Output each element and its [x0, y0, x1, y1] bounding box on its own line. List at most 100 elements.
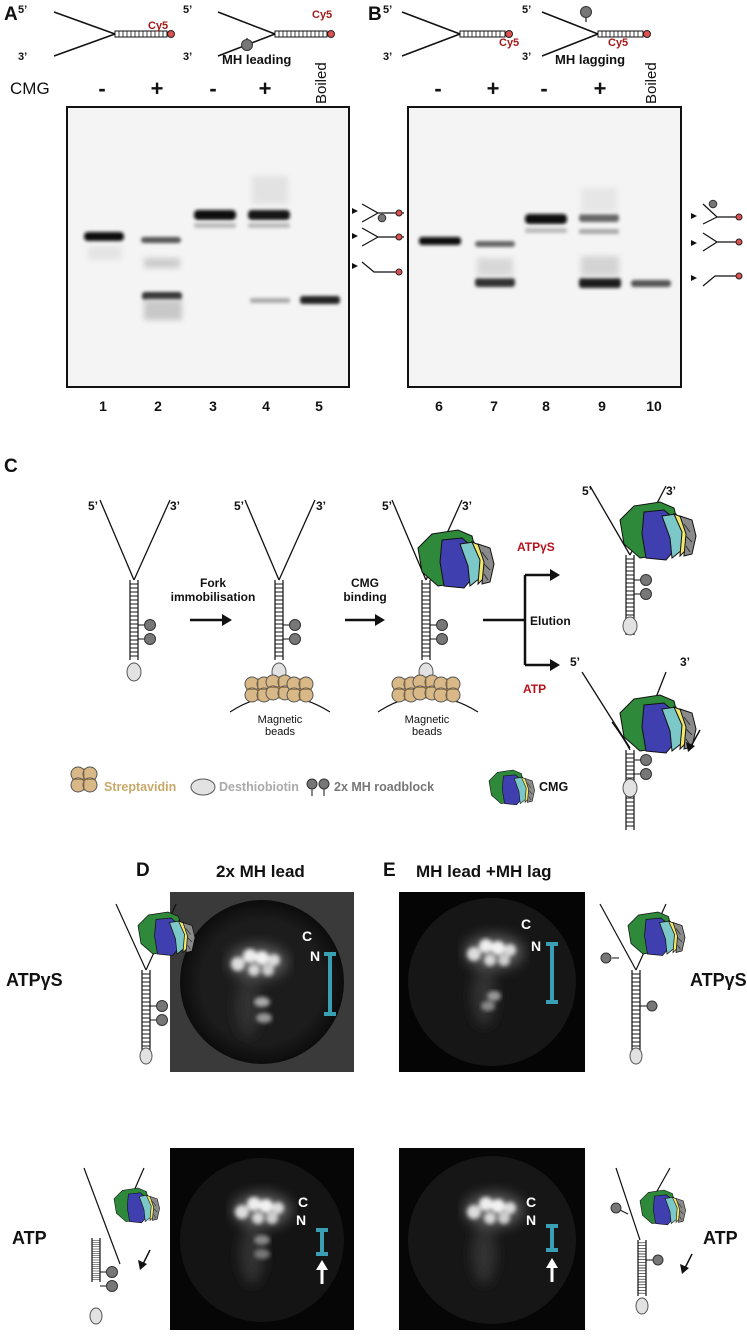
- cy5-label: Cy5: [312, 9, 333, 21]
- fork-mh-icon: [361, 203, 404, 223]
- smear: [581, 256, 619, 276]
- three-prime-label: 3’: [462, 499, 473, 513]
- mh-lagging-label: MH lagging: [555, 52, 626, 67]
- band: [84, 232, 124, 241]
- fork-immobilisation-schematic: [70, 485, 701, 831]
- band-legend-b: [691, 199, 743, 287]
- em-image-e-atpys: [399, 892, 585, 1072]
- three-prime-label: 3’: [316, 499, 327, 513]
- atp-row-label: ATP: [703, 1228, 738, 1248]
- band-marker-arrow: [691, 213, 697, 219]
- three-prime-label: 3’: [383, 51, 393, 63]
- cmg-minus-sign: -: [98, 76, 106, 101]
- five-prime-label: 5’: [382, 499, 393, 513]
- smear: [88, 246, 122, 260]
- smear: [144, 300, 182, 320]
- three-prime-label: 3’: [183, 51, 193, 63]
- three-prime-label: 3’: [170, 499, 181, 513]
- band-legend-a: [352, 203, 404, 276]
- gel-image-b: [407, 106, 682, 388]
- n-terminus-label: N: [531, 938, 542, 954]
- band-marker-arrow: [352, 208, 358, 214]
- atpys-row-label: ATPγS: [690, 970, 747, 990]
- five-prime-label: 5’: [522, 4, 532, 16]
- cmg-minus-sign: -: [540, 76, 548, 101]
- fork-2: [229, 499, 331, 713]
- mh-density: [481, 1001, 495, 1011]
- mh-density: [487, 991, 501, 1001]
- em-image-d-atpys: [170, 892, 354, 1072]
- mh-density: [254, 997, 270, 1007]
- band: [525, 228, 567, 233]
- distance-bar: [324, 952, 336, 1016]
- arrow-2: [345, 614, 385, 626]
- lane-number: 7: [490, 398, 498, 414]
- cartoon-e-atp: [610, 1167, 693, 1315]
- band: [579, 214, 619, 222]
- cmg-plus-sign: +: [150, 76, 164, 101]
- fork-icon: [702, 232, 743, 252]
- smear: [252, 176, 288, 204]
- panel-label-e: E: [383, 860, 396, 881]
- cy5-label: Cy5: [499, 37, 520, 49]
- three-prime-label: 3’: [522, 51, 532, 63]
- smear: [581, 188, 617, 212]
- mh-density: [254, 1249, 270, 1259]
- fork-atp-result: [581, 671, 701, 831]
- panel-e-title: MH lead +MH lag: [416, 862, 552, 881]
- fork-icon: [361, 227, 404, 247]
- n-terminus-label: N: [296, 1212, 307, 1228]
- em-image-e-atp: [399, 1148, 585, 1330]
- five-prime-label: 5’: [582, 484, 593, 498]
- up-arrow-icon: [316, 1260, 328, 1284]
- n-terminus-label: N: [310, 948, 321, 964]
- fork-mh-icon: [702, 199, 743, 225]
- five-prime-label: 5’: [18, 4, 28, 16]
- fork-mh-lagging-diagram: [541, 6, 651, 57]
- band: [248, 210, 290, 220]
- cartoon-d-atp: [83, 1167, 160, 1325]
- cmg-binding-label: CMG binding: [343, 576, 387, 604]
- arrow-1: [190, 614, 232, 626]
- band: [631, 280, 671, 287]
- cmg-plus-sign: +: [593, 76, 607, 101]
- band: [579, 229, 619, 234]
- lane-number: 9: [598, 398, 606, 414]
- panel-label-a: A: [4, 4, 18, 25]
- panel-d-title: 2x MH lead: [216, 862, 305, 881]
- cartoon-e-atpys: [599, 903, 686, 1065]
- magnetic-beads-label: Magnetic beads: [404, 714, 450, 738]
- ssdna-icon: [702, 272, 743, 287]
- mh-density: [254, 1235, 270, 1245]
- gel-a-bands: [84, 176, 340, 320]
- five-prime-label: 5’: [234, 499, 245, 513]
- smear: [477, 258, 513, 276]
- cmg-plus-sign: +: [258, 76, 272, 101]
- atpys-row-label: ATPγS: [6, 970, 63, 990]
- atpys-condition-label: ATPγS: [517, 540, 555, 554]
- band-marker-arrow: [352, 263, 358, 269]
- band: [579, 278, 621, 288]
- legend-roadblock-label: 2x MH roadblock: [334, 780, 435, 794]
- lane-number: 8: [542, 398, 550, 414]
- mh-roadblock-icon: [306, 778, 330, 796]
- five-prime-label: 5’: [88, 499, 99, 513]
- up-arrow-icon: [546, 1258, 558, 1282]
- c-terminus-label: C: [526, 1194, 537, 1210]
- lane-number: 10: [646, 398, 662, 414]
- legend-cmg-label: CMG: [539, 780, 569, 794]
- band: [419, 237, 461, 245]
- three-prime-label: 3’: [680, 655, 691, 669]
- mh-density: [256, 1013, 272, 1023]
- distance-bar: [546, 1224, 558, 1252]
- cy5-label: Cy5: [608, 37, 629, 49]
- band: [141, 237, 181, 243]
- elution-label: Elution: [530, 614, 571, 628]
- lane-number: 6: [435, 398, 443, 414]
- band: [194, 210, 236, 220]
- gel-a-substrate-diagrams: [53, 11, 335, 57]
- lane-number: 2: [154, 398, 162, 414]
- atp-condition-label: ATP: [523, 682, 547, 696]
- cy5-label: Cy5: [148, 20, 169, 32]
